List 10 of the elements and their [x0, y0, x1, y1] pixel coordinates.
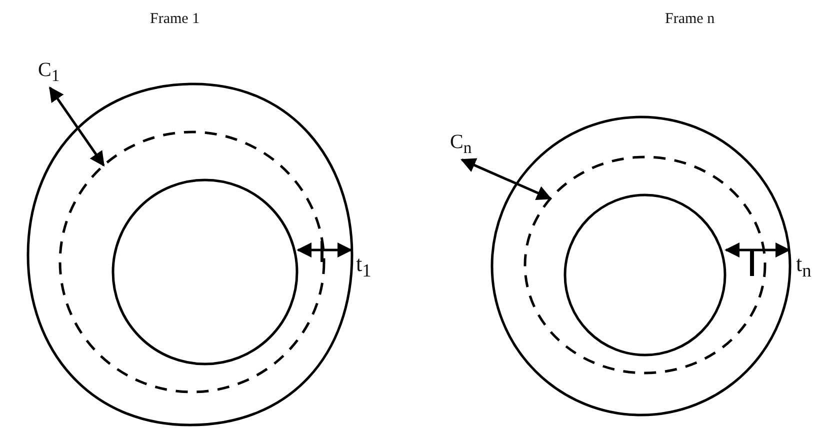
dashed-centerline-circle — [58, 130, 326, 394]
frame-title: Frame 1 — [150, 12, 200, 27]
callout-label: C$_{1}$ — [38, 60, 60, 85]
leader-line — [460, 158, 552, 200]
dashed-centerline-circle — [523, 155, 767, 375]
leader-line — [48, 86, 105, 167]
callout-label: C$_{n}$ — [450, 132, 472, 157]
thickness-label: t$_{1}$ — [356, 253, 372, 280]
frame-title: Frame n — [665, 12, 715, 27]
thickness-label: t$_{n}$ — [796, 253, 812, 280]
